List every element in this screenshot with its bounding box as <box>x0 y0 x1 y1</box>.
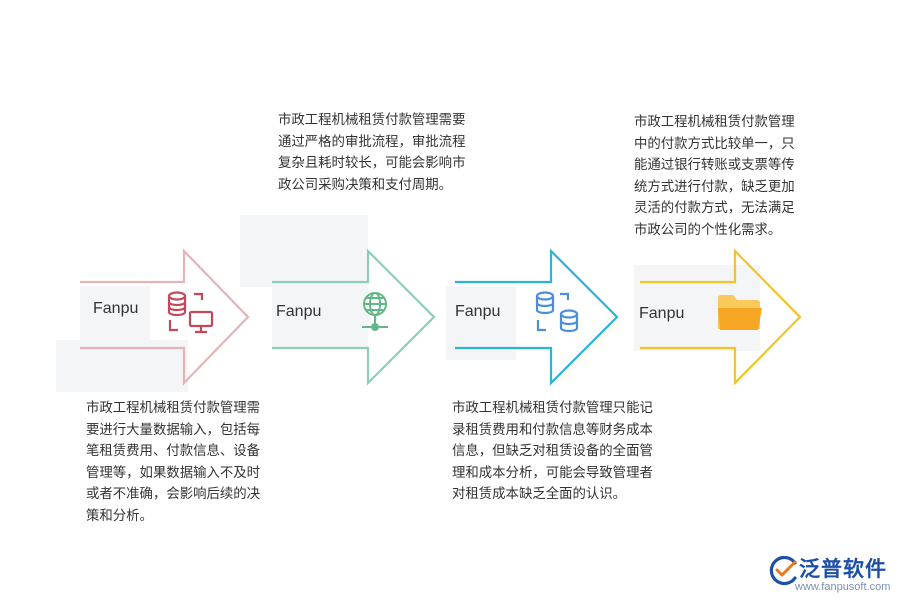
background-block <box>272 287 368 347</box>
stage-label-4: Fanpu <box>639 305 685 322</box>
background-block <box>80 286 150 340</box>
stage-note-1: 市政工程机械租赁付款管理需 要进行大量数据输入，包括每 笔租赁费用、付款信息、设… <box>86 401 261 524</box>
background-block <box>240 215 368 287</box>
process-arrow-2 <box>272 248 452 386</box>
brand-name: 泛普软件 <box>799 557 887 581</box>
database-sync-icon <box>533 290 583 340</box>
folder-icon <box>716 293 764 337</box>
stage-note-3: 市政工程机械租赁付款管理只能记 录租赁费用和付款信息等财务成本 信息，但缺乏对租… <box>452 401 653 503</box>
process-arrow-1 <box>80 248 260 386</box>
globe-network-icon <box>358 290 392 338</box>
process-arrow-3 <box>455 248 635 386</box>
fanpu-logo-icon <box>769 556 797 586</box>
stage-note-4: 市政工程机械租赁付款管理 中的付款方式比较单一，只 能通过银行转账或支票等传 统… <box>634 115 795 238</box>
process-arrow-4 <box>640 248 820 386</box>
brand-url: www.fanpusoft.com <box>795 581 891 593</box>
stage-label-2: Fanpu <box>276 303 322 320</box>
stage-label-3: Fanpu <box>455 303 501 320</box>
stage-note-2: 市政工程机械租赁付款管理需要 通过严格的审批流程，审批流程 复杂且耗时较长，可能… <box>278 113 466 193</box>
brand-logo: 泛普软件 www.fanpusoft.com <box>768 552 894 596</box>
stage-label-1: Fanpu <box>93 300 139 317</box>
database-monitor-icon <box>166 290 216 340</box>
